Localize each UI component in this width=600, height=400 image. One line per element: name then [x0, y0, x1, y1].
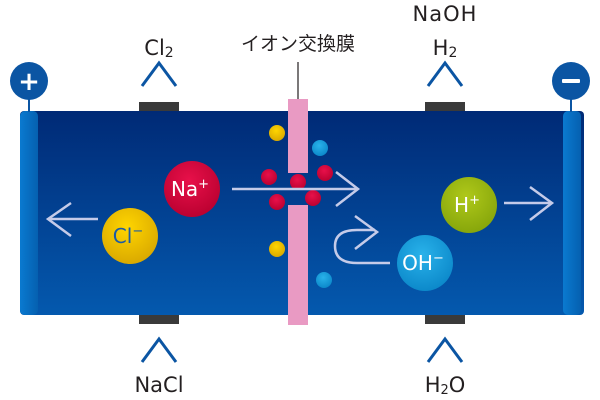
particle-na	[290, 174, 306, 190]
particle-na	[269, 194, 285, 210]
particle-cl	[269, 241, 285, 257]
svg-text:Cl−: Cl−	[113, 224, 143, 248]
arrow-na-right-icon	[232, 171, 361, 207]
port-bottom-left	[139, 315, 179, 324]
h2-main: H	[433, 36, 449, 60]
ion-na-base: Na	[171, 177, 198, 201]
h2o-main: H	[425, 373, 441, 397]
ion-cl-base: Cl	[113, 224, 133, 248]
up-chevron-icon	[140, 336, 178, 363]
inlet-label-nacl: NaCl	[134, 373, 183, 397]
cl2-sub: 2	[165, 45, 174, 61]
anode-terminal-icon	[10, 62, 48, 100]
port-bottom-right	[425, 315, 465, 324]
ion-oh-sup: −	[433, 251, 444, 266]
inlet-label-h2o: H2O	[425, 373, 466, 398]
ion-cl-sup: −	[132, 224, 143, 239]
ion-h-base: H	[454, 193, 469, 217]
membrane-lower	[288, 205, 308, 325]
cathode-symbol-icon	[562, 79, 580, 83]
particle-oh	[316, 272, 332, 288]
particle-na	[305, 190, 321, 206]
svg-text:H+: H+	[454, 193, 480, 217]
outlet-label-naoh: NaOH	[413, 2, 478, 26]
h2-sub: 2	[448, 45, 457, 61]
ion-oh-base: OH	[402, 251, 433, 275]
up-chevron-icon	[140, 60, 178, 87]
cl2-main: Cl	[144, 36, 165, 60]
ion-h: H+	[441, 177, 497, 233]
port-top-right	[425, 102, 465, 111]
cathode-bar	[563, 111, 581, 315]
arrow-cl-left-icon	[45, 201, 98, 238]
svg-text:OH−: OH−	[402, 251, 444, 275]
ion-na: Na+	[164, 161, 220, 217]
anode-symbol: +	[18, 67, 40, 97]
arrow-oh-return-icon	[333, 214, 390, 265]
port-top-left	[139, 102, 179, 111]
membrane-upper	[288, 99, 308, 173]
ion-oh: OH−	[397, 235, 453, 291]
particle-oh	[312, 140, 328, 156]
anode-bar	[20, 111, 38, 315]
outlet-label-h2: H2	[433, 36, 458, 61]
ion-cl: Cl−	[102, 208, 158, 264]
particle-cl	[269, 125, 285, 141]
up-chevron-icon	[426, 60, 464, 87]
membrane-label: イオン交換膜	[241, 33, 355, 55]
h2o-tail: O	[449, 373, 466, 397]
ion-na-sup: +	[198, 177, 209, 192]
particle-na	[261, 169, 277, 185]
outlet-label-cl2: Cl2	[144, 36, 173, 61]
particle-na	[317, 165, 333, 181]
svg-text:Na+: Na+	[171, 177, 209, 201]
h2o-sub: 2	[440, 383, 448, 398]
up-chevron-icon	[426, 336, 464, 363]
ion-h-sup: +	[469, 193, 480, 208]
arrow-h-right-icon	[504, 185, 555, 221]
